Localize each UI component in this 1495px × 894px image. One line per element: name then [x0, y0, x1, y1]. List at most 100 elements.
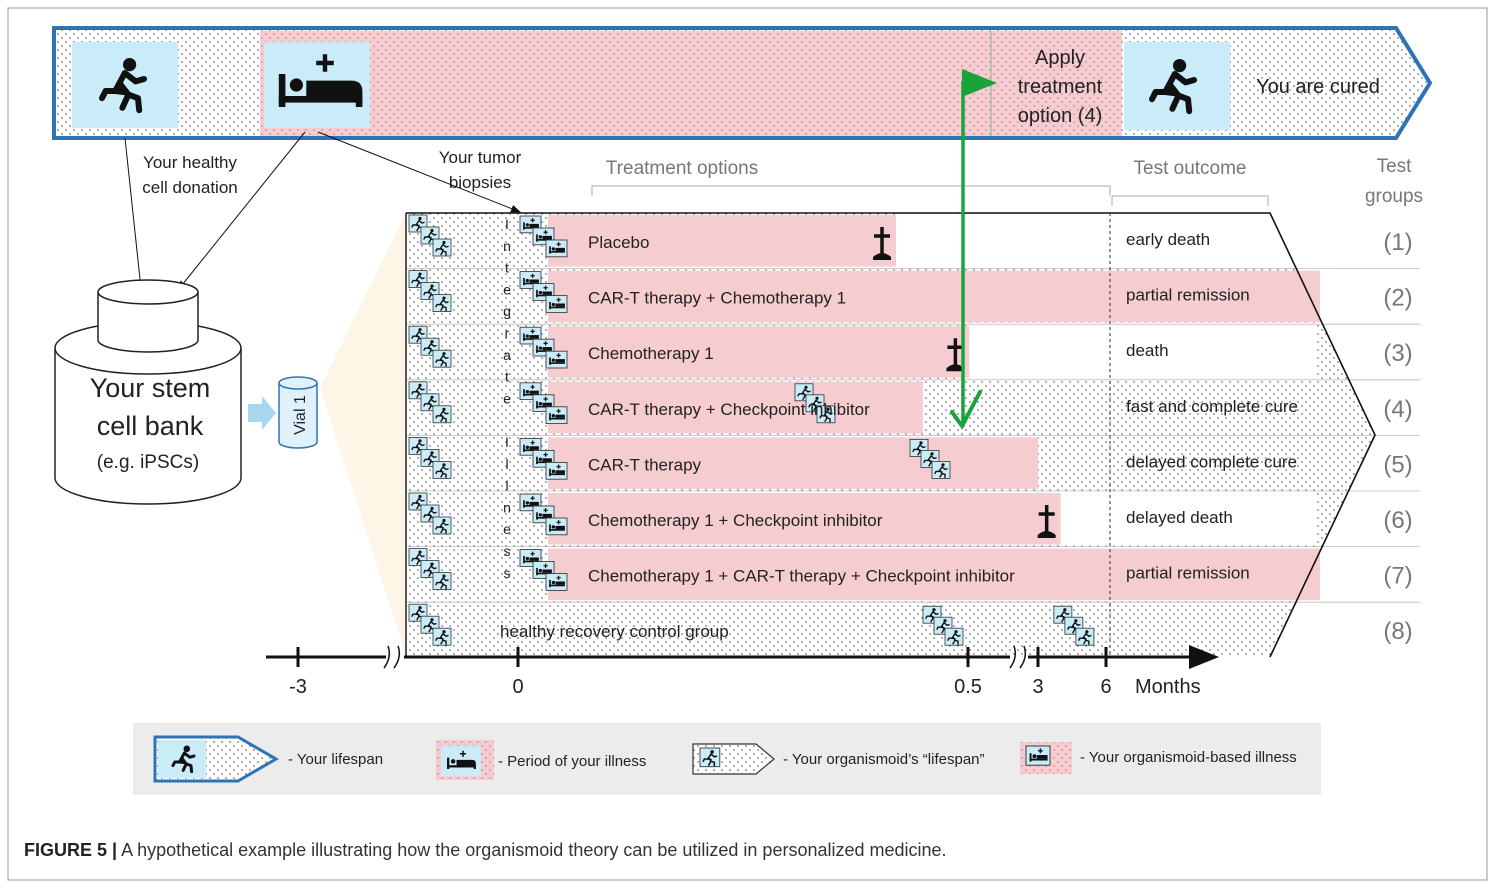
mini-runner-icon	[432, 571, 452, 591]
integrate-illness-letter: r	[505, 325, 510, 341]
outcome-label: delayed complete cure	[1126, 452, 1297, 471]
group-row: CAR-T therapy + Checkpoint inhibitor fast…	[408, 381, 1413, 434]
death-blank	[1060, 492, 1316, 546]
axis-unit-label: Months	[1135, 676, 1201, 698]
group-row: CAR-T therapy + Chemotherapy 1 partial re…	[408, 269, 1413, 323]
biopsy-arrow-to-bank	[177, 131, 306, 291]
text-line: Test	[1377, 156, 1413, 177]
group-number: (5)	[1383, 451, 1412, 478]
integrate-illness-letter: s	[504, 543, 511, 559]
legend: - Your lifespan - Period of your illness…	[133, 723, 1321, 795]
group-number: (4)	[1383, 396, 1412, 423]
group-row: healthy recovery control group (8)	[408, 603, 1413, 646]
illness-period	[548, 326, 970, 378]
text-line: biopsies	[449, 173, 511, 192]
treatment-label: CAR-T therapy + Checkpoint inhibitor	[588, 400, 870, 419]
mini-runner-icon	[931, 460, 951, 480]
integrate-illness-letter: n	[503, 238, 511, 254]
text-line: option (4)	[1018, 105, 1103, 127]
treatment-label: Placebo	[588, 233, 649, 252]
axis-tick-label: -3	[289, 676, 307, 698]
text-line: Your tumor	[439, 148, 522, 167]
tumor-biopsies-label: Your tumor biopsies	[439, 148, 522, 192]
mini-runner-icon	[1075, 627, 1095, 646]
mini-bed-icon	[545, 239, 568, 258]
axis-tick-label: 3	[1032, 676, 1043, 698]
integrate-illness-letter: a	[503, 347, 511, 363]
outcome-label: death	[1126, 341, 1169, 360]
integrate-illness-letter: l	[505, 456, 508, 472]
green-checkmark-icon	[950, 390, 982, 430]
outcome-label: partial remission	[1126, 286, 1250, 305]
integrate-illness-letter: t	[505, 369, 509, 385]
mini-runner-icon	[432, 349, 452, 368]
mini-runner-icon	[432, 293, 452, 313]
group-number: (1)	[1383, 229, 1412, 256]
mini-runner-icon	[699, 747, 721, 768]
outcome-label: delayed death	[1126, 508, 1233, 527]
integrate-illness-letter: I	[505, 434, 509, 450]
death-blank	[896, 214, 1316, 268]
text-line: Apply	[1035, 47, 1085, 69]
group-number: (2)	[1383, 285, 1412, 312]
text-line: Your healthy	[143, 153, 237, 172]
death-blank	[969, 325, 1316, 379]
group-row: Chemotherapy 1 + CAR-T therapy + Checkpo…	[408, 547, 1413, 601]
apply-treatment-arrow	[961, 69, 997, 427]
stem-bank-subtitle: (e.g. iPSCs)	[97, 452, 199, 473]
panel-outline	[406, 212, 1376, 658]
text-line: cell bank	[97, 411, 204, 441]
figure-caption: FIGURE 5 | A hypothetical example illust…	[24, 840, 947, 860]
stem-bank-title: Your stem cell bank	[90, 373, 211, 441]
illness-period	[548, 548, 1320, 601]
text-line: Your stem	[90, 373, 211, 403]
integrate-illness-letter: e	[503, 281, 511, 297]
integrate-illness-letter: t	[505, 260, 509, 276]
text-line: treatment	[1018, 76, 1103, 98]
apply-treatment-label: Apply treatment option (4)	[1018, 47, 1103, 127]
cured-label: You are cured	[1256, 76, 1380, 98]
illness-period	[548, 493, 1061, 545]
test-groups-header: Test groups	[1365, 156, 1423, 207]
figure-border	[7, 7, 1488, 881]
outcome-label: fast and complete cure	[1126, 397, 1298, 416]
vial: Vial 1	[278, 376, 318, 449]
treatment-label: Chemotherapy 1 + CAR-T therapy + Checkpo…	[588, 567, 1015, 586]
integrate-illness-letter: g	[503, 303, 511, 319]
biopsy-arrow-to-groups	[317, 131, 521, 213]
axis-tick-label: 6	[1100, 676, 1111, 698]
healthy-runner-tile	[72, 42, 178, 128]
healthy-donation-label: Your healthy cell donation	[142, 153, 237, 197]
text-line: groups	[1365, 186, 1423, 207]
axis-tick-label: 0.5	[954, 676, 982, 698]
donation-arrow	[124, 137, 146, 299]
integrate-illness-letter: e	[503, 521, 511, 537]
legend-organismoid-lifespan: - Your organismoid’s “lifespan”	[783, 751, 985, 768]
mini-bed-icon	[545, 406, 568, 425]
text-line: cell donation	[142, 178, 237, 197]
group-number: (7)	[1383, 563, 1412, 590]
integrate-illness-letter: l	[505, 478, 508, 494]
bank-to-vial-arrow	[248, 396, 276, 430]
legend-illness: - Period of your illness	[498, 753, 646, 770]
treatment-label: healthy recovery control group	[500, 622, 729, 641]
legend-lifespan: - Your lifespan	[288, 751, 383, 768]
group-number: (8)	[1383, 618, 1412, 645]
mini-runner-icon	[432, 627, 452, 646]
mini-bed-icon	[545, 572, 568, 592]
integrate-illness-letter: e	[503, 390, 511, 406]
mini-bed-icon	[545, 350, 568, 369]
outcome-label: partial remission	[1126, 564, 1250, 583]
treatment-label: CAR-T therapy + Chemotherapy 1	[588, 289, 846, 308]
treatment-label: CAR-T therapy	[588, 455, 702, 474]
group-row: CAR-T therapy delayed complete cure (5)	[408, 436, 1413, 489]
illness-period	[548, 270, 1320, 323]
stem-cell-bank: Your stem cell bank (e.g. iPSCs)	[54, 279, 242, 505]
vial-label: Vial 1	[292, 395, 309, 435]
mini-runner-icon	[432, 405, 452, 424]
